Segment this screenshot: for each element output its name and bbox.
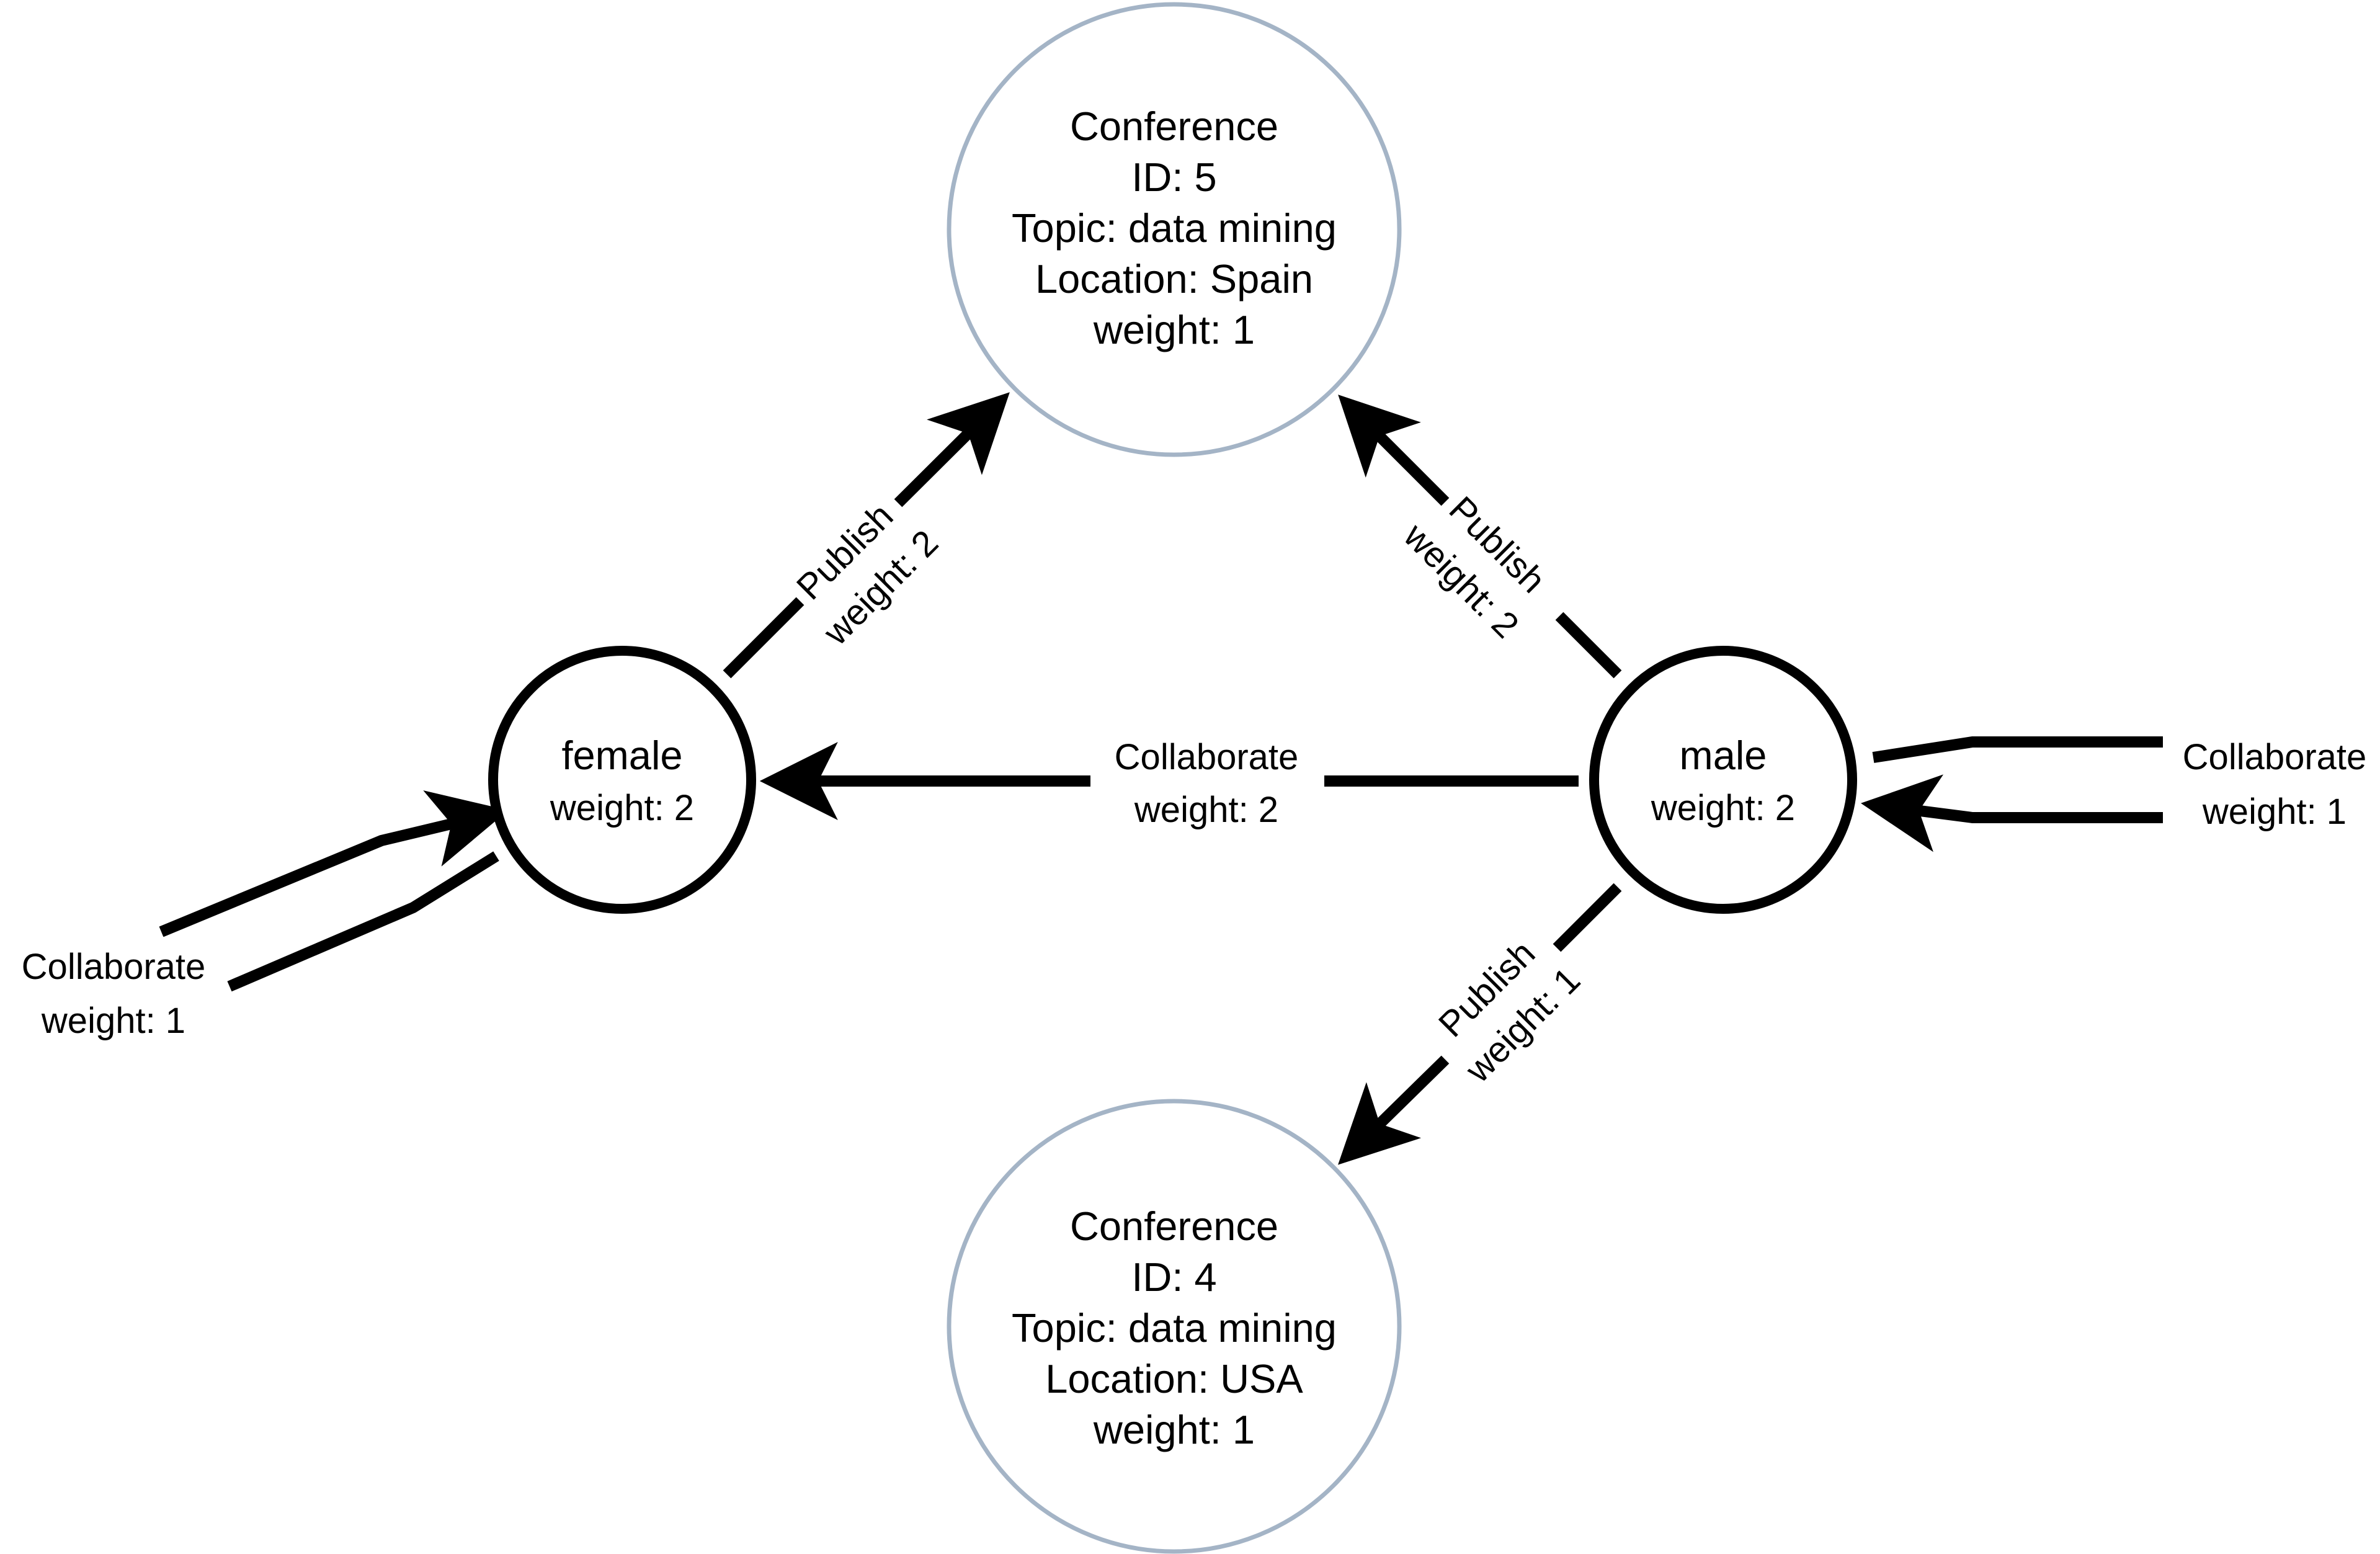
conference-node-circle xyxy=(947,1099,1402,1554)
conference-node-4[interactable]: Conference ID: 4 Topic: data mining Loca… xyxy=(947,1099,1402,1554)
node-line: Location: Spain xyxy=(1035,256,1313,301)
node-title: male xyxy=(1680,733,1767,778)
male-node-circle xyxy=(1589,646,1857,914)
node-line: Conference xyxy=(1070,104,1278,149)
edge-arrow xyxy=(159,790,509,937)
edge-weight: weight: 1 xyxy=(2202,792,2347,832)
node-line: ID: 4 xyxy=(1131,1254,1216,1300)
node-weight: weight: 2 xyxy=(1651,788,1795,828)
edge-male-to-conference-4: Publish weight: 1 xyxy=(1338,883,1622,1165)
node-title: female xyxy=(561,733,682,778)
edge-arrow xyxy=(1338,1055,1450,1165)
node-line: weight: 1 xyxy=(1093,1407,1255,1452)
node-line: Conference xyxy=(1070,1203,1278,1249)
node-weight: weight: 2 xyxy=(550,788,694,828)
female-node[interactable]: female weight: 2 xyxy=(488,646,756,914)
edge-line xyxy=(227,851,499,992)
edge-female-self-loop: Collaborate weight: 1 xyxy=(5,790,509,1041)
node-line: ID: 5 xyxy=(1131,154,1216,200)
male-node[interactable]: male weight: 2 xyxy=(1589,646,1857,914)
edge-male-self-loop: Collaborate weight: 1 xyxy=(1861,736,2367,852)
edge-arrow xyxy=(1338,395,1450,506)
conference-node-circle xyxy=(947,2,1402,457)
conference-node-5[interactable]: Conference ID: 5 Topic: data mining Loca… xyxy=(947,2,1402,457)
edge-label: Collaborate xyxy=(1115,737,1299,777)
edge-label: Collaborate xyxy=(2183,737,2367,777)
edge-line xyxy=(723,597,804,679)
female-node-circle xyxy=(488,646,756,914)
edge-male-to-female: Collaborate weight: 2 xyxy=(759,737,1579,830)
edge-weight: weight: 2 xyxy=(1134,790,1278,830)
node-line: Topic: data mining xyxy=(1012,205,1337,251)
node-line: weight: 1 xyxy=(1093,307,1255,352)
edge-male-to-conference-5: Publish weight: 2 xyxy=(1338,395,1622,679)
node-line: Topic: data mining xyxy=(1012,1305,1337,1351)
edge-line xyxy=(1553,883,1622,952)
edge-female-to-conference-5: Publish weight: 2 xyxy=(723,392,1010,679)
edge-line xyxy=(1872,736,2163,763)
edge-label-bg xyxy=(5,937,222,993)
edge-arrow xyxy=(894,392,1010,507)
edge-arrow xyxy=(1861,774,2163,852)
edge-label: Collaborate xyxy=(22,947,206,987)
edge-line xyxy=(1555,612,1622,679)
node-line: Location: USA xyxy=(1045,1356,1303,1401)
edge-weight: weight: 1 xyxy=(41,1001,185,1041)
